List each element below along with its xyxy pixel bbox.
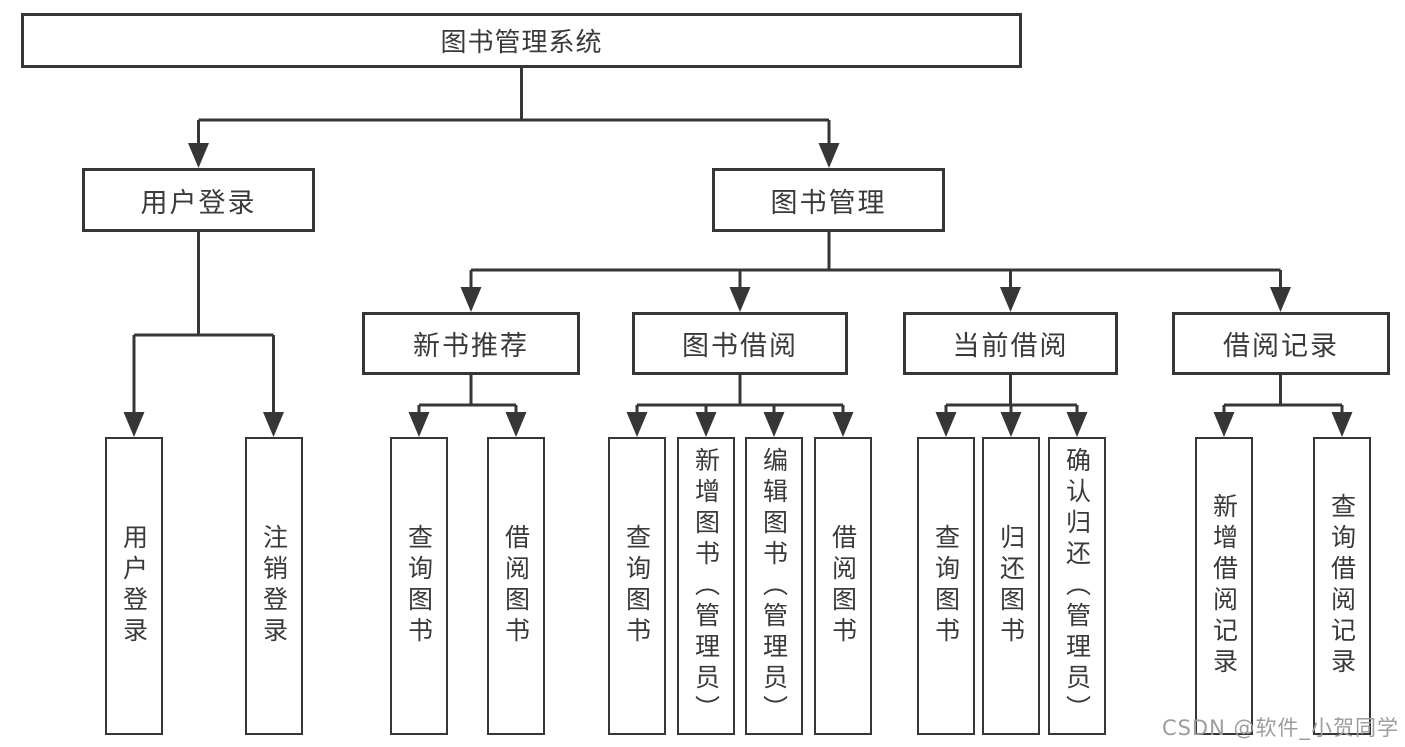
leaf-add-books-admin: 新增图书（管理员） bbox=[677, 437, 735, 735]
leaf-return-books: 归还图书 bbox=[982, 437, 1040, 735]
node-current-borrowing: 当前借阅 bbox=[903, 312, 1118, 375]
leaf-query-books-borrowing-label: 查询图书 bbox=[622, 524, 652, 648]
leaf-query-books-recommend-label: 查询图书 bbox=[404, 524, 434, 648]
node-book-management: 图书管理 bbox=[712, 168, 945, 232]
leaf-edit-books-admin: 编辑图书（管理员） bbox=[745, 437, 803, 735]
leaf-edit-books-admin-label: 编辑图书（管理员） bbox=[759, 446, 789, 726]
leaf-borrow-books-recommend: 借阅图书 bbox=[487, 437, 545, 735]
leaf-confirm-return-admin: 确认归还（管理员） bbox=[1048, 437, 1106, 735]
leaf-add-borrow-record: 新增借阅记录 bbox=[1195, 437, 1253, 735]
leaf-confirm-return-admin-label: 确认归还（管理员） bbox=[1062, 446, 1092, 726]
leaf-logout-label: 注销登录 bbox=[259, 524, 289, 648]
leaf-add-books-admin-label: 新增图书（管理员） bbox=[691, 446, 721, 726]
leaf-query-books-borrowing: 查询图书 bbox=[608, 437, 666, 735]
leaf-logout: 注销登录 bbox=[245, 437, 303, 735]
leaf-query-books-current: 查询图书 bbox=[917, 437, 975, 735]
connector-paths bbox=[132, 68, 1344, 415]
leaf-user-login-label: 用户登录 bbox=[119, 524, 149, 648]
node-new-book-recommendation: 新书推荐 bbox=[362, 312, 580, 375]
leaf-query-borrow-record-label: 查询借阅记录 bbox=[1327, 493, 1357, 679]
leaf-query-books-current-label: 查询图书 bbox=[931, 524, 961, 648]
leaf-borrow-books-borrowing-label: 借阅图书 bbox=[828, 524, 858, 648]
leaf-user-login: 用户登录 bbox=[105, 437, 163, 735]
watermark-csdn: CSDN @软件_小贺同学 bbox=[1161, 716, 1399, 740]
node-library-management-system: 图书管理系统 bbox=[21, 13, 1022, 68]
leaf-return-books-label: 归还图书 bbox=[996, 524, 1026, 648]
leaf-borrow-books-borrowing: 借阅图书 bbox=[814, 437, 872, 735]
arrowheads bbox=[123, 143, 1353, 437]
leaf-query-books-recommend: 查询图书 bbox=[390, 437, 448, 735]
node-user-login: 用户登录 bbox=[82, 168, 315, 232]
node-book-borrowing: 图书借阅 bbox=[632, 312, 848, 375]
node-borrowing-records: 借阅记录 bbox=[1172, 312, 1390, 375]
leaf-add-borrow-record-label: 新增借阅记录 bbox=[1209, 493, 1239, 679]
leaf-query-borrow-record: 查询借阅记录 bbox=[1313, 437, 1371, 735]
leaf-borrow-books-recommend-label: 借阅图书 bbox=[501, 524, 531, 648]
